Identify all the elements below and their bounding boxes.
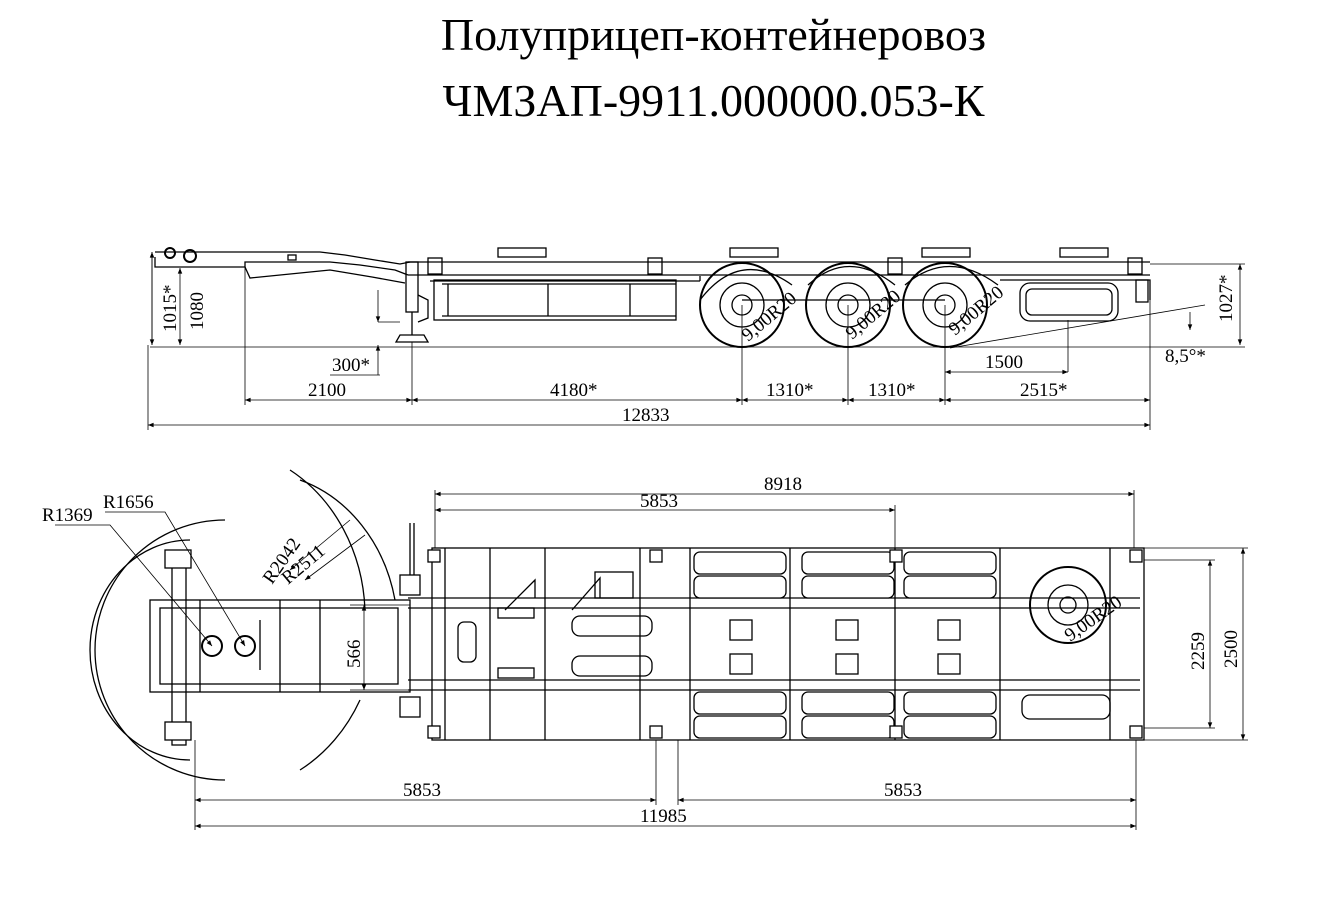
dim-12833: 12833 xyxy=(622,405,670,426)
dim-5853-right: 5853 xyxy=(884,780,922,801)
drawing-title: Полуприцеп-контейнеровоз xyxy=(440,9,987,60)
side-view: 9,00R20 9,00R20 9,00R20 1015* 1080 1027*… xyxy=(147,247,1245,430)
dim-11985: 11985 xyxy=(640,806,687,827)
axle-1-tires xyxy=(693,551,787,739)
dim-2515: 2515* xyxy=(1020,380,1068,401)
dim-300: 300* xyxy=(332,355,370,376)
top-view: R1369 R1656 R2042 R2511 xyxy=(42,469,1248,830)
spare-wheel xyxy=(1029,566,1107,644)
dim-r1656: R1656 xyxy=(103,492,154,513)
dim-8918: 8918 xyxy=(764,474,802,495)
axle-2-tires xyxy=(801,551,895,739)
axle-3-tires xyxy=(903,551,997,739)
drawing-model-number: ЧМЗАП-9911.000000.053-К xyxy=(442,75,985,126)
dim-5853-left: 5853 xyxy=(403,780,441,801)
dim-1080: 1080 xyxy=(187,292,208,330)
dim-2259: 2259 xyxy=(1188,632,1209,670)
dim-1015: 1015* xyxy=(160,285,181,333)
dim-1310-a: 1310* xyxy=(766,380,814,401)
dim-angle: 8,5°* xyxy=(1165,346,1206,367)
dim-1500: 1500 xyxy=(985,352,1023,373)
dim-4180: 4180* xyxy=(550,380,598,401)
tire-size-label: 9,00R20 xyxy=(945,282,1008,340)
dim-566: 566 xyxy=(344,640,365,669)
dim-2100: 2100 xyxy=(308,380,346,401)
dim-1027: 1027* xyxy=(1216,275,1237,323)
dim-r1369: R1369 xyxy=(42,505,93,526)
dim-1310-b: 1310* xyxy=(868,380,916,401)
tire-size-label: 9,00R20 xyxy=(1061,592,1126,646)
dim-2500: 2500 xyxy=(1221,630,1242,668)
dim-5853-top: 5853 xyxy=(640,491,678,512)
